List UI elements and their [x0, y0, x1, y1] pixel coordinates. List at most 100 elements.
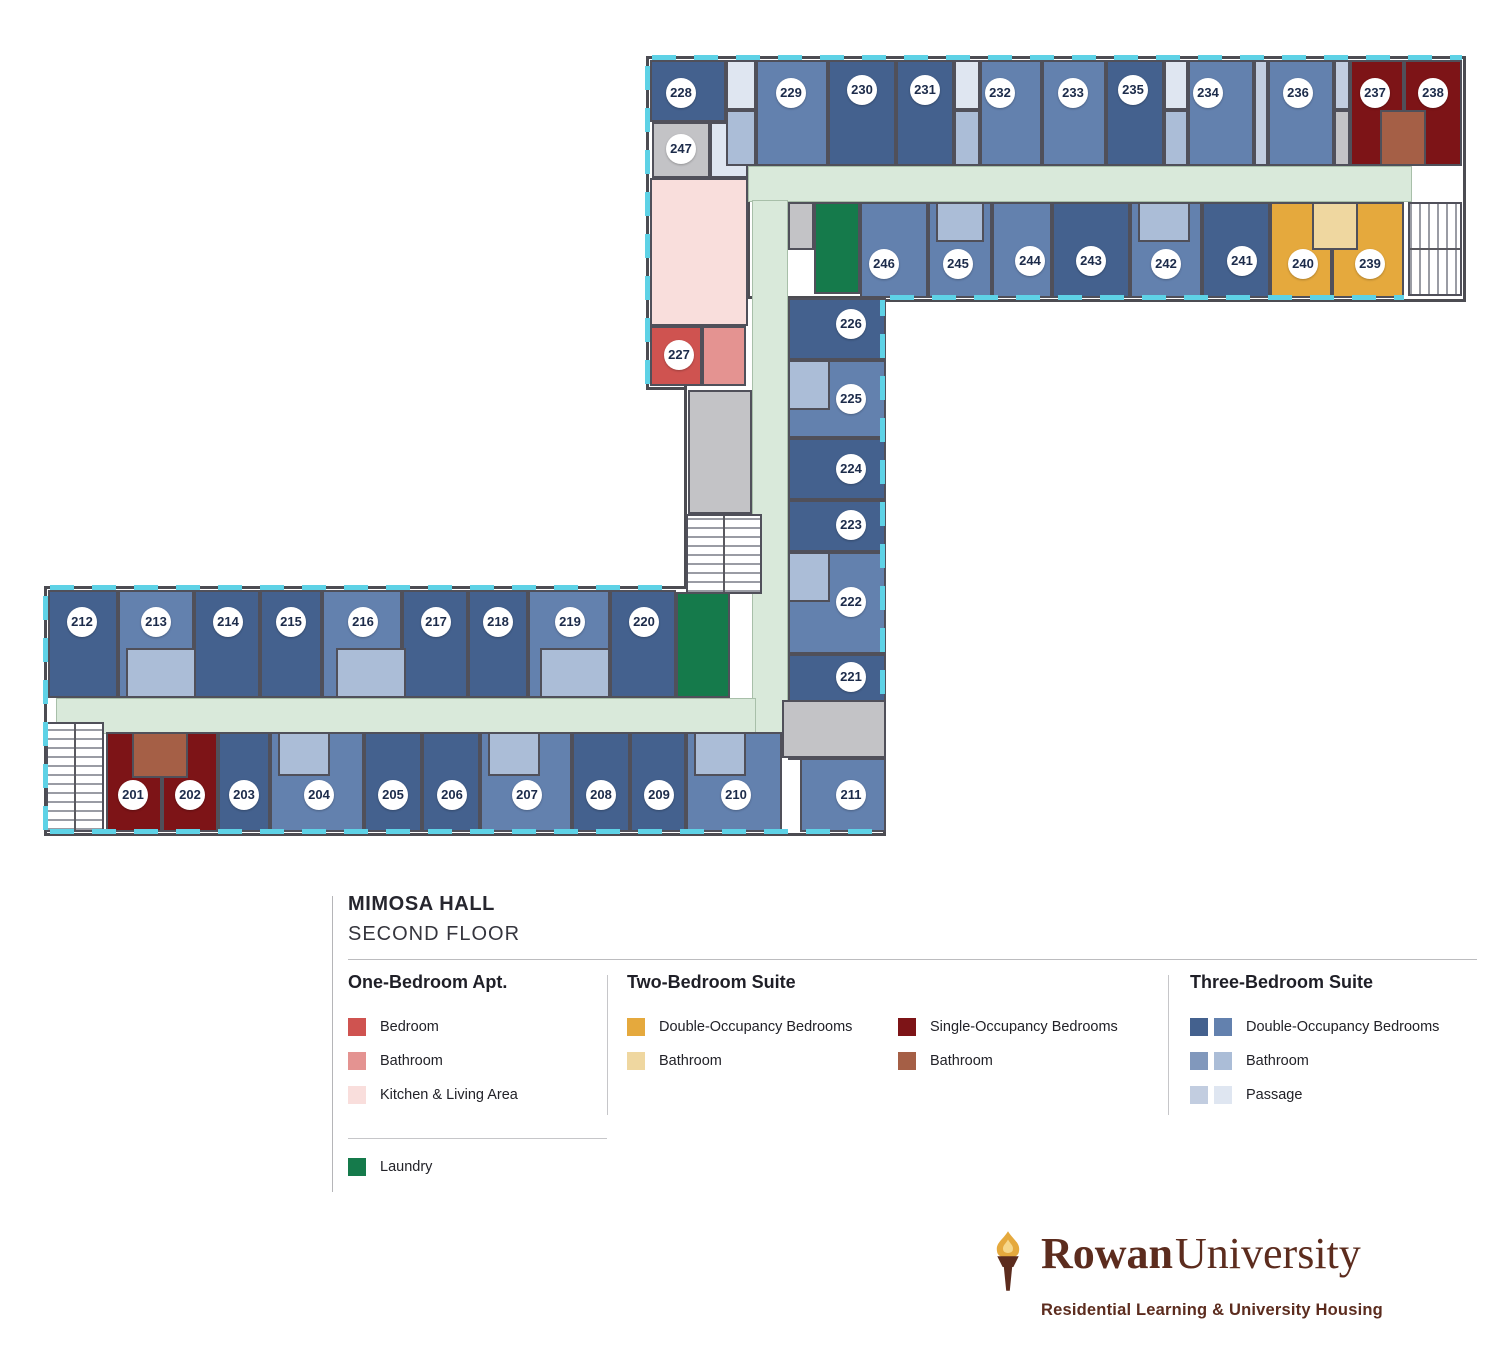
- plan-corridor: [752, 200, 788, 734]
- legend-swatch-p2: [1214, 1086, 1232, 1104]
- plan-room: [1138, 202, 1190, 242]
- room-label-216: 216: [348, 607, 378, 637]
- legend-swatch-db: [1190, 1018, 1208, 1036]
- legend-label: Bedroom: [380, 1019, 439, 1035]
- room-label-209: 209: [644, 780, 674, 810]
- plan-room: [688, 390, 752, 514]
- plan-room: [364, 732, 422, 832]
- plan-room: [540, 648, 610, 698]
- plan-win-v: [645, 62, 650, 384]
- plan-room: [1334, 110, 1350, 166]
- legend-label: Bathroom: [659, 1053, 722, 1069]
- plan-win-h: [652, 55, 1462, 60]
- plan-room: [126, 648, 196, 698]
- room-label-214: 214: [213, 607, 243, 637]
- room-label-242: 242: [1151, 249, 1181, 279]
- room-label-235: 235: [1118, 75, 1148, 105]
- room-label-221: 221: [836, 662, 866, 692]
- room-label-222: 222: [836, 587, 866, 617]
- plan-stairs: [686, 514, 762, 594]
- room-label-244: 244: [1015, 246, 1045, 276]
- plan-stairs: [46, 722, 104, 832]
- legend-item: Bathroom: [1190, 1052, 1439, 1070]
- room-label-240: 240: [1288, 249, 1318, 279]
- legend-item: Bathroom: [627, 1052, 852, 1070]
- plan-room: [756, 60, 828, 166]
- plan-corridor: [748, 166, 1412, 202]
- plan-room: [726, 110, 756, 166]
- plan-room: [788, 360, 830, 410]
- legend-label: Single-Occupancy Bedrooms: [930, 1019, 1118, 1035]
- room-label-208: 208: [586, 780, 616, 810]
- legend-left-rule: [332, 896, 333, 1192]
- plan-room: [954, 110, 980, 166]
- legend-heading-three-bedroom: Three-Bedroom Suite: [1190, 972, 1374, 992]
- room-label-241: 241: [1227, 246, 1257, 276]
- room-label-228: 228: [666, 78, 696, 108]
- room-label-210: 210: [721, 780, 751, 810]
- plan-room: [1188, 60, 1254, 166]
- legend-swatch-brown: [898, 1052, 916, 1070]
- plan-room: [336, 648, 406, 698]
- floor-name: SECOND FLOOR: [348, 923, 521, 945]
- plan-room: [1312, 202, 1358, 250]
- plan-room: [726, 60, 756, 110]
- legend-heading-one-bedroom: One-Bedroom Apt.: [348, 972, 508, 992]
- legend-label: Double-Occupancy Bedrooms: [1246, 1019, 1440, 1035]
- plan-room: [650, 178, 748, 326]
- legend-label: Kitchen & Living Area: [380, 1087, 518, 1103]
- legend-swatch-green: [348, 1158, 366, 1176]
- legend-divider-1: [607, 975, 608, 1115]
- legend-label: Bathroom: [1246, 1053, 1309, 1069]
- plan-win-v: [43, 592, 48, 830]
- room-label-203: 203: [229, 780, 259, 810]
- plan-room: [788, 552, 830, 602]
- legend-items-laundry: Laundry: [348, 1158, 432, 1192]
- hall-name: MIMOSA HALL: [348, 893, 495, 915]
- legend-item: Bathroom: [348, 1052, 518, 1070]
- brand-footer: RowanUniversity Residential Learning & U…: [985, 1229, 1425, 1320]
- plan-room: [132, 732, 188, 778]
- room-label-205: 205: [378, 780, 408, 810]
- room-label-247: 247: [666, 134, 696, 164]
- legend-heading-two-bedroom: Two-Bedroom Suite: [627, 972, 796, 992]
- plan-win-h: [890, 295, 1404, 300]
- room-label-202: 202: [175, 780, 205, 810]
- plan-room: [676, 592, 730, 698]
- room-label-234: 234: [1193, 78, 1223, 108]
- legend-swatch-mb: [1214, 1018, 1232, 1036]
- legend-item: Single-Occupancy Bedrooms: [898, 1018, 1118, 1036]
- plan-room: [1164, 60, 1188, 110]
- plan-win-h: [50, 829, 880, 834]
- plan-room: [402, 590, 468, 698]
- room-label-218: 218: [483, 607, 513, 637]
- plan-room: [980, 60, 1042, 166]
- room-label-220: 220: [629, 607, 659, 637]
- room-label-206: 206: [437, 780, 467, 810]
- room-label-236: 236: [1283, 78, 1313, 108]
- legend-swatch-bb1: [1190, 1052, 1208, 1070]
- room-label-246: 246: [869, 249, 899, 279]
- brand-secondary: University: [1175, 1229, 1361, 1278]
- room-label-243: 243: [1076, 246, 1106, 276]
- plan-room: [1042, 60, 1106, 166]
- legend-swatch-p1: [1190, 1086, 1208, 1104]
- legend-swatch-gold: [627, 1018, 645, 1036]
- room-label-232: 232: [985, 78, 1015, 108]
- legend-swatch-red: [348, 1018, 366, 1036]
- legend-item: Kitchen & Living Area: [348, 1086, 518, 1104]
- room-label-227: 227: [664, 340, 694, 370]
- legend-laundry-rule: [348, 1138, 607, 1139]
- legend-label: Bathroom: [380, 1053, 443, 1069]
- room-label-215: 215: [276, 607, 306, 637]
- plan-room: [278, 732, 330, 776]
- room-label-229: 229: [776, 78, 806, 108]
- room-label-212: 212: [67, 607, 97, 637]
- plan-win-v: [880, 300, 885, 694]
- plan-room: [702, 326, 746, 386]
- legend-label: Laundry: [380, 1159, 433, 1175]
- plan-room: [828, 60, 896, 166]
